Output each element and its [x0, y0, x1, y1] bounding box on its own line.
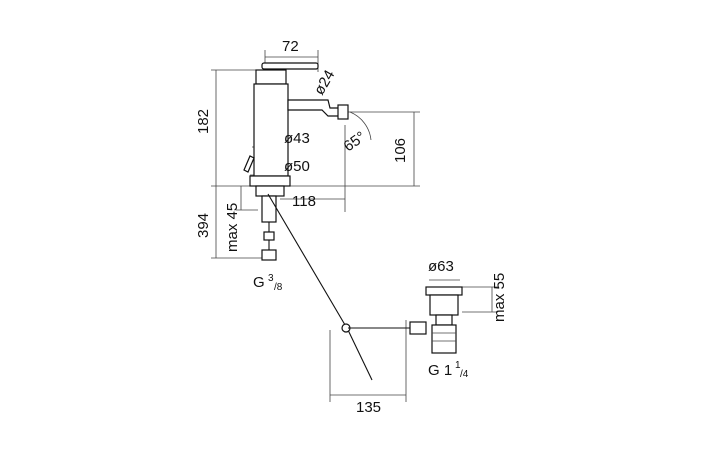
faucet-body: [243, 62, 349, 187]
label-106: 106: [392, 138, 409, 163]
label-waste-thread-sup: 1: [455, 360, 461, 371]
pop-up-rod: [267, 193, 427, 381]
label-waste-thread-sub: /4: [460, 369, 469, 380]
label-118: 118: [292, 193, 316, 210]
label-base-diameter: ø50: [284, 158, 310, 175]
label-hose-thread-sup: 3: [268, 273, 274, 284]
label-body-diameter: ø43: [284, 130, 310, 147]
label-max-45: max 45: [224, 203, 241, 252]
label-waste-thread: G 1: [428, 362, 452, 379]
label-72: 72: [282, 38, 299, 55]
label-135: 135: [356, 399, 381, 416]
label-spout-diameter: ø24: [311, 67, 339, 98]
label-182: 182: [195, 109, 212, 134]
label-394: 394: [195, 213, 212, 238]
waste-assembly: [425, 286, 463, 354]
label-hose-thread: G: [253, 274, 265, 291]
label-waste-max: max 55: [491, 273, 508, 322]
label-waste-diameter: ø63: [428, 258, 454, 275]
dimension-labels: 72 ø24 182 ø43 65° 106 ø50 118 394 max 4…: [195, 38, 508, 416]
label-hose-thread-sub: /8: [274, 282, 283, 293]
dimension-lines: [211, 50, 498, 402]
